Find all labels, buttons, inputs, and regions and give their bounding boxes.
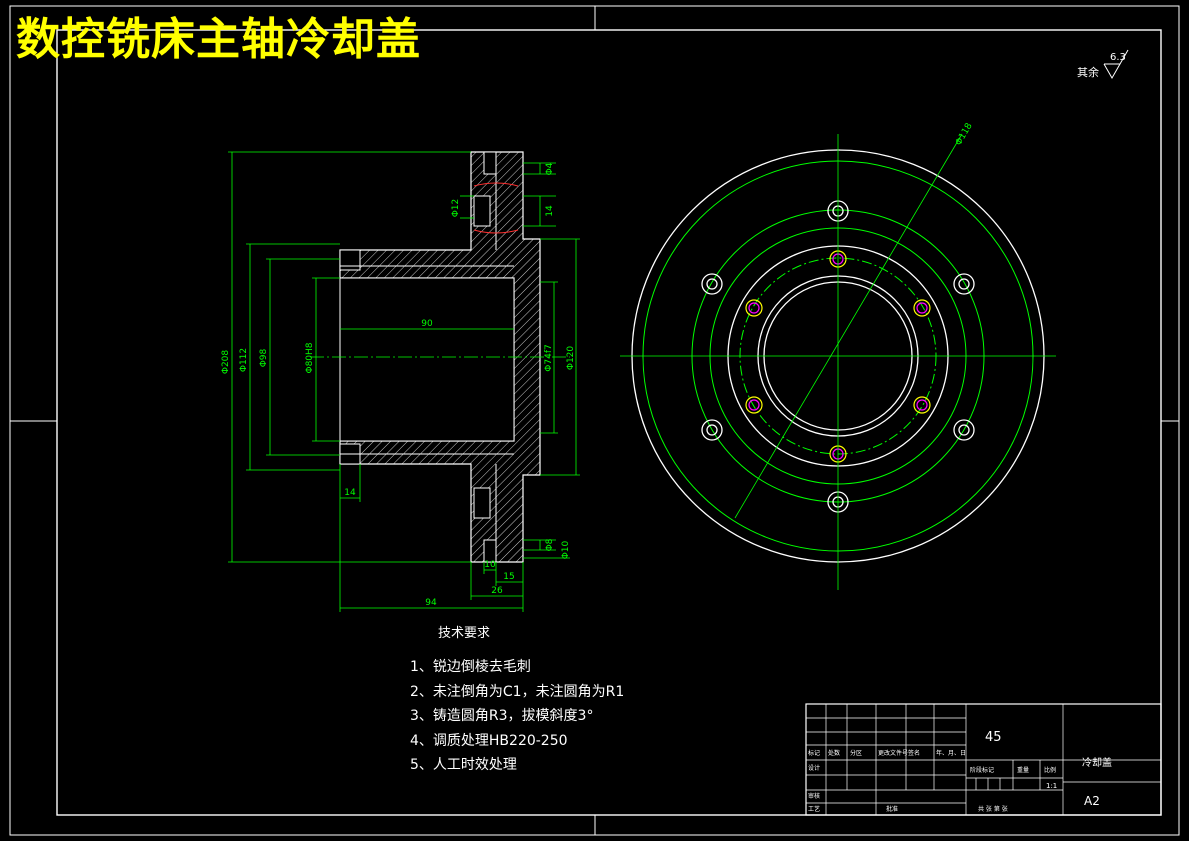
title-block: 45 冷却盖 1:1 A2 标记 设计 审核 工艺 处数 分区 更改文件号 签名… [805, 703, 1162, 816]
roughness-value: 6.3 [1110, 52, 1126, 63]
tb-material: 45 [985, 730, 1002, 745]
tech-heading: 技术要求 [438, 626, 491, 641]
dim-14-small: 14 [545, 205, 555, 217]
tb-row-label-1: 设计 [808, 764, 820, 772]
tb-col-label-4: 年、月、日 [936, 749, 966, 757]
tb-stage-label: 阶段标记 [970, 766, 994, 774]
tb-approve-label: 批准 [886, 805, 898, 813]
dim-4: Φ4 [545, 162, 555, 175]
flange-holes [339, 151, 515, 563]
tech-item: 2、未注倒角为C1，未注圆角为R1 [410, 683, 625, 700]
tb-col-label-0: 处数 [828, 749, 840, 757]
dim-94: 94 [425, 598, 437, 608]
dim-208: Φ208 [221, 350, 231, 375]
end-view-centerlines [620, 133, 1056, 590]
tb-row-label-2: 审核 [808, 792, 820, 800]
tb-col-label-1: 分区 [850, 749, 862, 757]
tb-sheet-size: A2 [1084, 794, 1100, 808]
dim-14: 14 [344, 488, 356, 498]
tb-weight-label: 重量 [1017, 766, 1029, 774]
dim-8: Φ8 [545, 538, 555, 551]
inner-border [56, 29, 1162, 816]
dim-80: Φ80H8 [305, 342, 315, 373]
dim-118: Φ118 [954, 121, 975, 147]
tb-col-label-2: 更改文件号 [878, 749, 908, 757]
tb-scale: 1:1 [1046, 782, 1057, 790]
dim-10: 10 [484, 560, 496, 570]
tech-item: 4、调质处理HB220-250 [410, 732, 568, 749]
roughness-label: 其余 [1077, 66, 1099, 79]
centering-marks [10, 6, 1179, 835]
detail-arcs [473, 182, 519, 234]
tb-col-label-3: 签名 [908, 749, 920, 757]
dim-90: 90 [421, 319, 433, 329]
drawing-title: 数控铣床主轴冷却盖 [16, 14, 421, 65]
tb-sheet-label: 共 张 第 张 [978, 805, 1008, 813]
tech-item: 3、铸造圆角R3，拔模斜度3° [410, 708, 594, 724]
tech-item: 1、锐边倒棱去毛刺 [410, 659, 531, 675]
dim-15: 15 [503, 572, 514, 582]
tb-row-label-3: 工艺 [808, 805, 820, 813]
dim-74: Φ74f7 [544, 344, 554, 371]
end-view: Φ118 [620, 121, 1056, 590]
dim-98: Φ98 [259, 348, 269, 367]
outer-bolt-holes [701, 200, 975, 513]
dim-10-dia: Φ10 [561, 540, 571, 559]
roughness-note: 其余 [1077, 64, 1099, 80]
tb-row-label-0: 标记 [808, 749, 820, 757]
tech-item: 5、人工时效处理 [410, 757, 517, 773]
tech-list: 1、锐边倒棱去毛刺 2、未注倒角为C1，未注圆角为R1 3、铸造圆角R3，拔模斜… [410, 655, 624, 778]
dim-26: 26 [491, 586, 503, 596]
groove-lines [340, 152, 515, 562]
dimension-texts: Φ208 Φ112 Φ98 Φ80H8 Φ74f7 Φ120 90 94 26 … [221, 162, 576, 608]
dim-120: Φ120 [566, 346, 576, 371]
roughness-symbol [1103, 49, 1129, 80]
dimension-lines [228, 151, 580, 612]
dim-12: Φ12 [451, 199, 461, 218]
technical-requirements: 技术要求 1、锐边倒棱去毛刺 2、未注倒角为C1，未注圆角为R1 3、铸造圆角R… [410, 622, 624, 778]
dim-112: Φ112 [239, 348, 249, 372]
tb-part-name: 冷却盖 [1082, 756, 1112, 769]
section-view: Φ208 Φ112 Φ98 Φ80H8 Φ74f7 Φ120 90 94 26 … [221, 151, 580, 612]
tb-scale-label: 比例 [1044, 766, 1056, 774]
